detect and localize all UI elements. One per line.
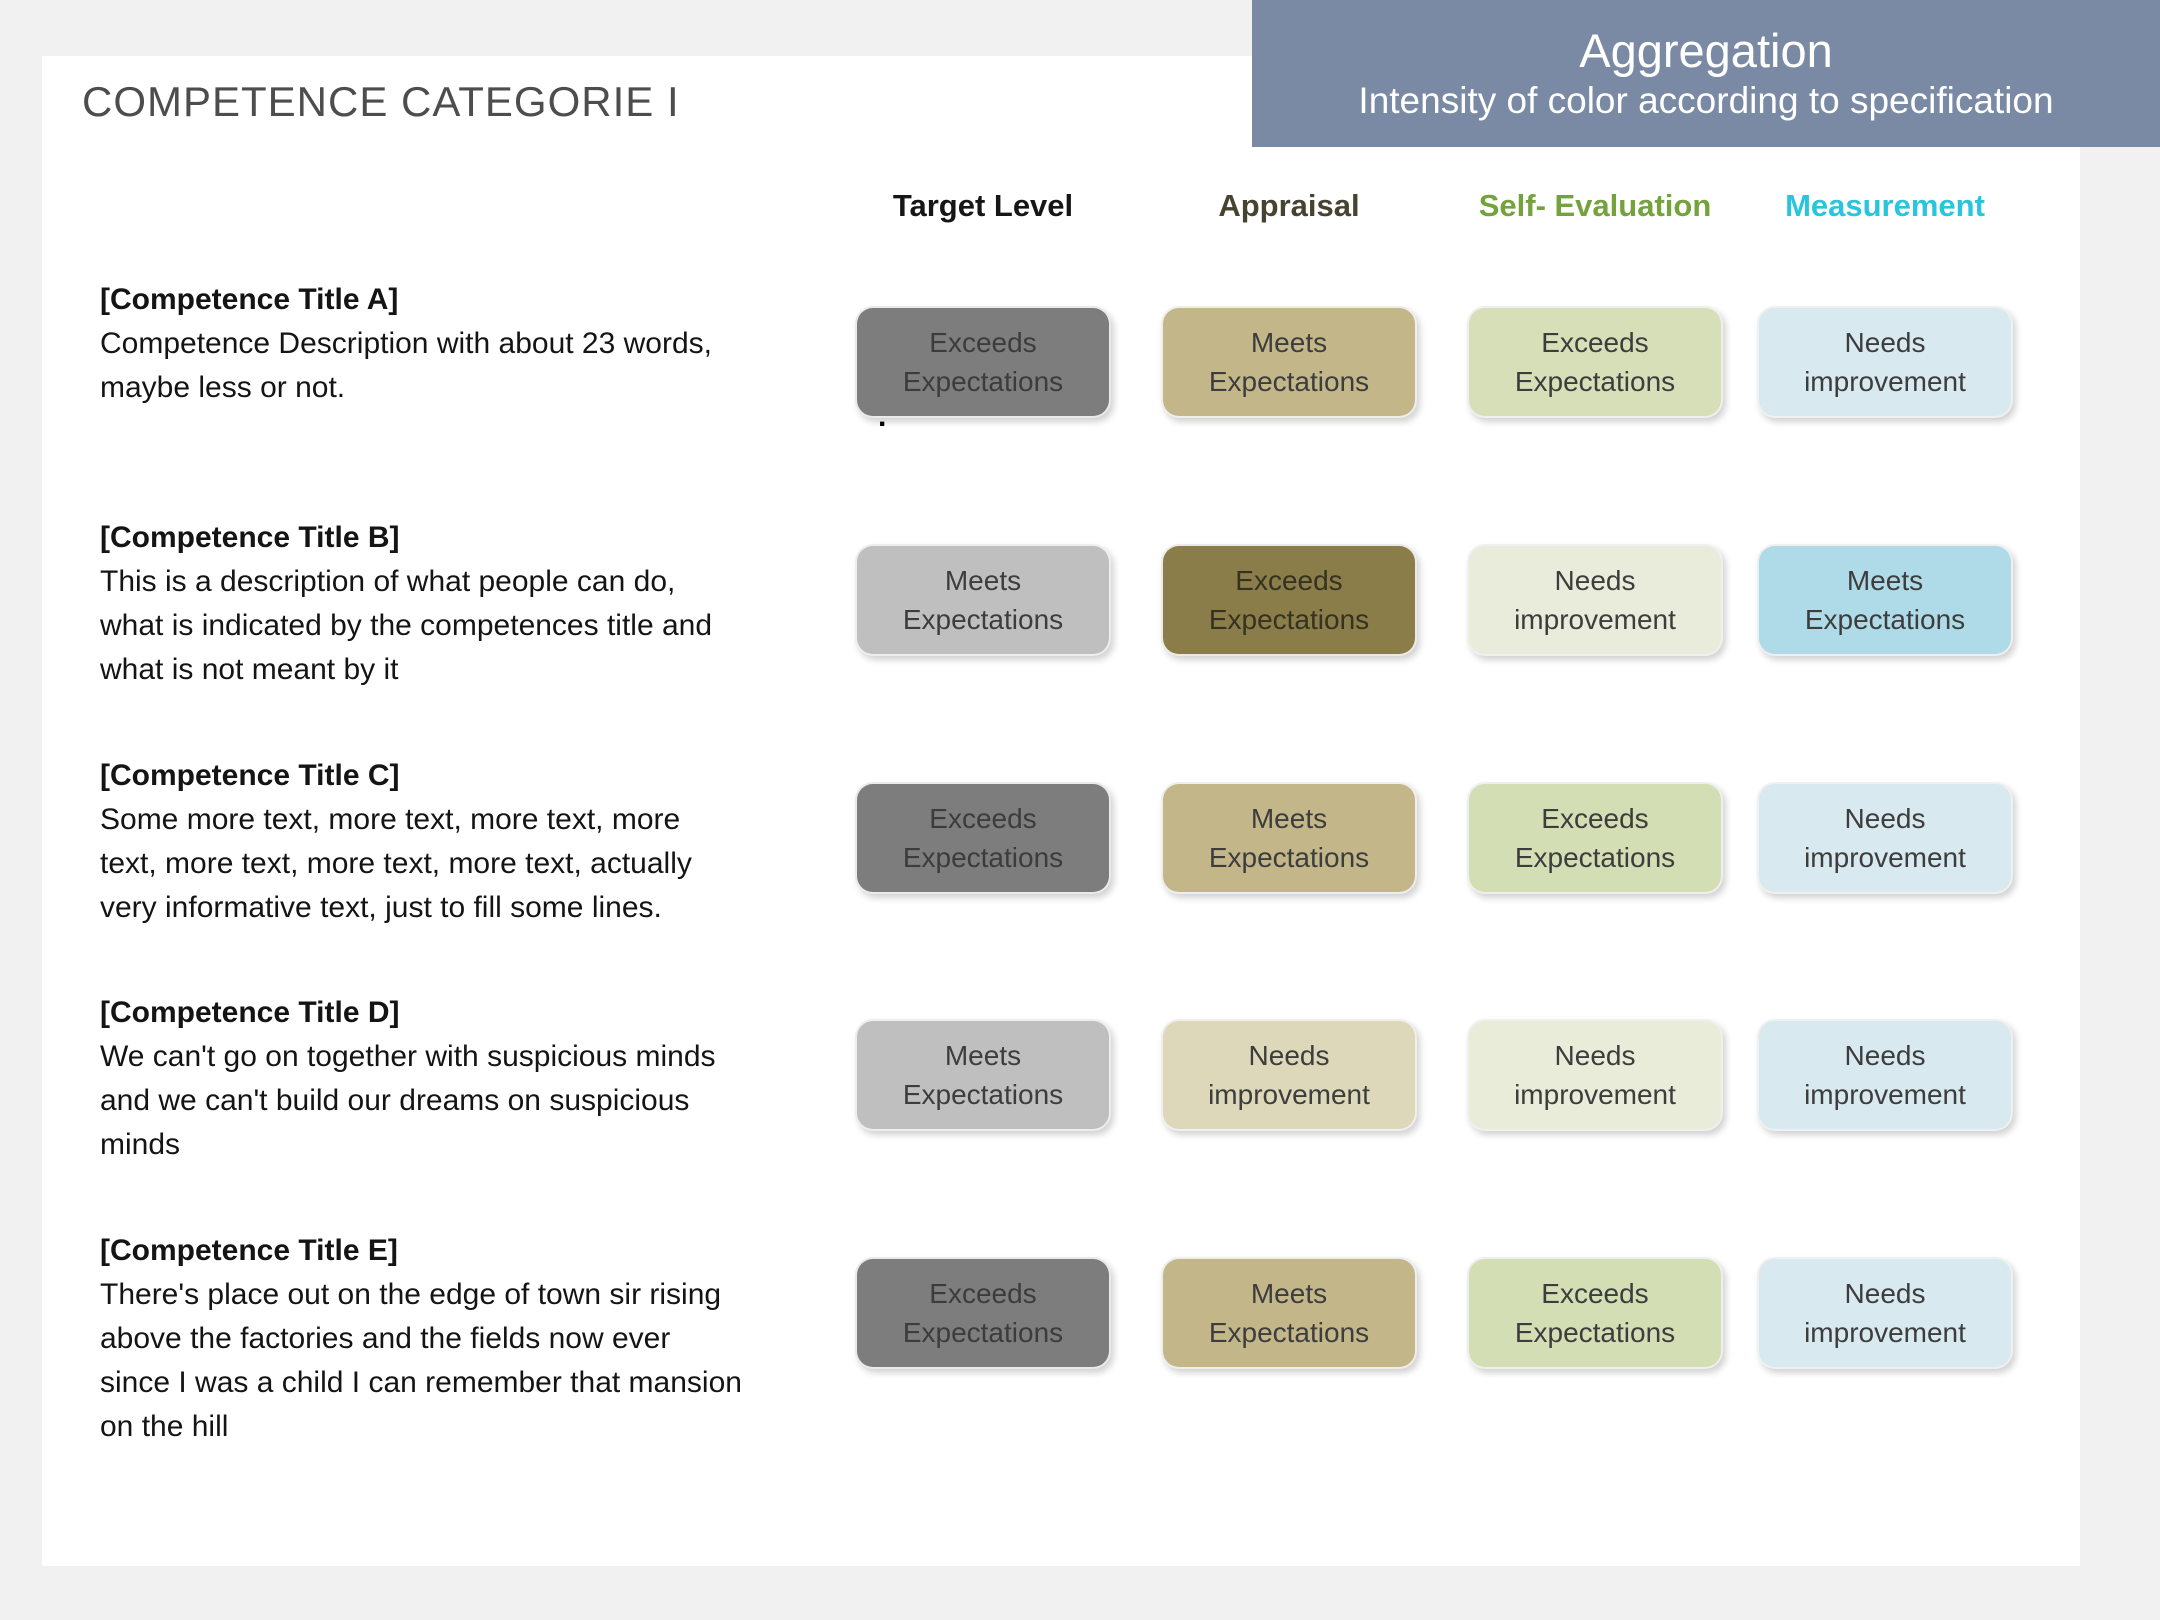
rating-badge-a-self-evaluation: Exceeds Expectations [1467, 306, 1723, 418]
competence-row-e-text: [Competence Title E] There's place out o… [100, 1229, 820, 1449]
aggregation-banner-title: Aggregation [1579, 23, 1833, 77]
competence-description: Competence Description with about 23 wor… [100, 327, 712, 404]
rating-badge-d-appraisal: Needs improvement [1161, 1019, 1417, 1131]
competence-title: [Competence Title E] [100, 1234, 398, 1267]
rating-badge-a-target-level: Exceeds Expectations [855, 306, 1111, 418]
page-title: COMPETENCE CATEGORIE I [82, 78, 680, 125]
competence-title: [Competence Title A] [100, 283, 399, 316]
rating-badge-c-measurement: Needs improvement [1757, 782, 2013, 894]
competence-description: We can't go on together with suspicious … [100, 1040, 716, 1161]
aggregation-banner-subtitle: Intensity of color according to specific… [1358, 79, 2054, 121]
rating-badge-a-measurement: Needs improvement [1757, 306, 2013, 418]
competence-row-a-text: [Competence Title A] Competence Descript… [100, 278, 820, 410]
rating-badge-b-appraisal: Exceeds Expectations [1161, 544, 1417, 656]
column-header-self-evaluation: Self- Evaluation [1478, 188, 1712, 223]
competence-title: [Competence Title D] [100, 996, 400, 1029]
aggregation-banner: Aggregation Intensity of color according… [1252, 0, 2160, 147]
rating-badge-c-appraisal: Meets Expectations [1161, 782, 1417, 894]
competence-description: There's place out on the edge of town si… [100, 1278, 742, 1443]
rating-badge-d-self-evaluation: Needs improvement [1467, 1019, 1723, 1131]
rating-badge-e-appraisal: Meets Expectations [1161, 1257, 1417, 1369]
competence-row-d-text: [Competence Title D] We can't go on toge… [100, 991, 820, 1167]
rating-badge-d-target-level: Meets Expectations [855, 1019, 1111, 1131]
rating-badge-d-measurement: Needs improvement [1757, 1019, 2013, 1131]
text-cursor-artifact: . [878, 400, 887, 433]
competence-description: Some more text, more text, more text, mo… [100, 803, 692, 924]
competence-row-c-text: [Competence Title C] Some more text, mor… [100, 754, 820, 930]
rating-badge-a-appraisal: Meets Expectations [1161, 306, 1417, 418]
competence-description: This is a description of what people can… [100, 565, 713, 686]
rating-badge-e-self-evaluation: Exceeds Expectations [1467, 1257, 1723, 1369]
rating-badge-c-target-level: Exceeds Expectations [855, 782, 1111, 894]
column-header-appraisal: Appraisal [1218, 188, 1360, 223]
competence-row-b-text: [Competence Title B] This is a descripti… [100, 516, 820, 692]
column-header-measurement: Measurement [1785, 188, 1985, 223]
rating-badge-c-self-evaluation: Exceeds Expectations [1467, 782, 1723, 894]
column-header-target-level: Target Level [892, 188, 1074, 223]
rating-badge-b-measurement: Meets Expectations [1757, 544, 2013, 656]
competence-title: [Competence Title C] [100, 759, 400, 792]
competence-title: [Competence Title B] [100, 521, 400, 554]
rating-badge-b-target-level: Meets Expectations [855, 544, 1111, 656]
rating-badge-e-measurement: Needs improvement [1757, 1257, 2013, 1369]
rating-badge-b-self-evaluation: Needs improvement [1467, 544, 1723, 656]
rating-badge-e-target-level: Exceeds Expectations [855, 1257, 1111, 1369]
